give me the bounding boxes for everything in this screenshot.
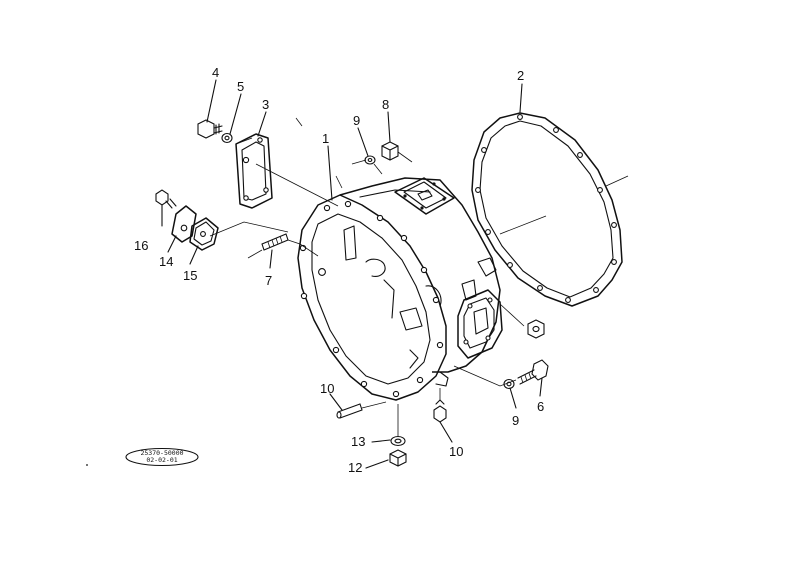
drawing-reference-stamp: 25370-50000 02-02-01 <box>125 447 199 467</box>
housing-flange-holes <box>299 200 444 398</box>
label-part-14: 14 <box>159 254 173 269</box>
gasket-part-15 <box>189 217 219 251</box>
label-part-9-upper: 9 <box>353 113 360 128</box>
plate-part-14 <box>171 205 197 243</box>
leader-lines <box>161 79 629 469</box>
cover-plate-part-3 <box>235 133 273 209</box>
label-part-2: 2 <box>517 68 524 83</box>
label-part-16: 16 <box>134 238 148 253</box>
label-part-10-lower: 10 <box>449 444 463 459</box>
washer-part-9-upper <box>364 155 376 165</box>
stray-dot <box>86 464 88 466</box>
nut-right <box>527 319 545 339</box>
label-part-6: 6 <box>537 399 544 414</box>
label-part-13: 13 <box>351 434 365 449</box>
stamp-line-1: 25370-50000 <box>140 449 183 457</box>
part-number-labels: 1 2 3 4 5 8 9 16 14 15 7 6 9 10 10 13 12 <box>134 65 544 475</box>
housing-part-1 <box>297 177 503 401</box>
pin-part-10-left <box>336 403 363 419</box>
washer-part-5 <box>221 132 233 144</box>
label-part-7: 7 <box>265 273 272 288</box>
label-part-12: 12 <box>348 460 362 475</box>
label-part-5: 5 <box>237 79 244 94</box>
nut-part-8 <box>381 141 399 161</box>
plug-part-12 <box>389 449 407 467</box>
label-part-9-lower: 9 <box>512 413 519 428</box>
bolt-part-6 <box>517 359 549 385</box>
washer-part-13 <box>390 435 406 447</box>
stud-part-7 <box>261 233 289 251</box>
gasket-part-2 <box>471 112 623 307</box>
label-part-10-left: 10 <box>320 381 334 396</box>
stamp-line-2: 02-02-01 <box>146 456 177 464</box>
bolt-part-4 <box>197 119 223 139</box>
bolt-part-16 <box>155 189 177 209</box>
label-part-4: 4 <box>212 65 219 80</box>
label-part-3: 3 <box>262 97 269 112</box>
label-part-1: 1 <box>322 131 329 146</box>
label-part-15: 15 <box>183 268 197 283</box>
plug-part-10-lower <box>433 399 447 423</box>
gasket-bolt-holes <box>475 114 617 303</box>
label-part-8: 8 <box>382 97 389 112</box>
